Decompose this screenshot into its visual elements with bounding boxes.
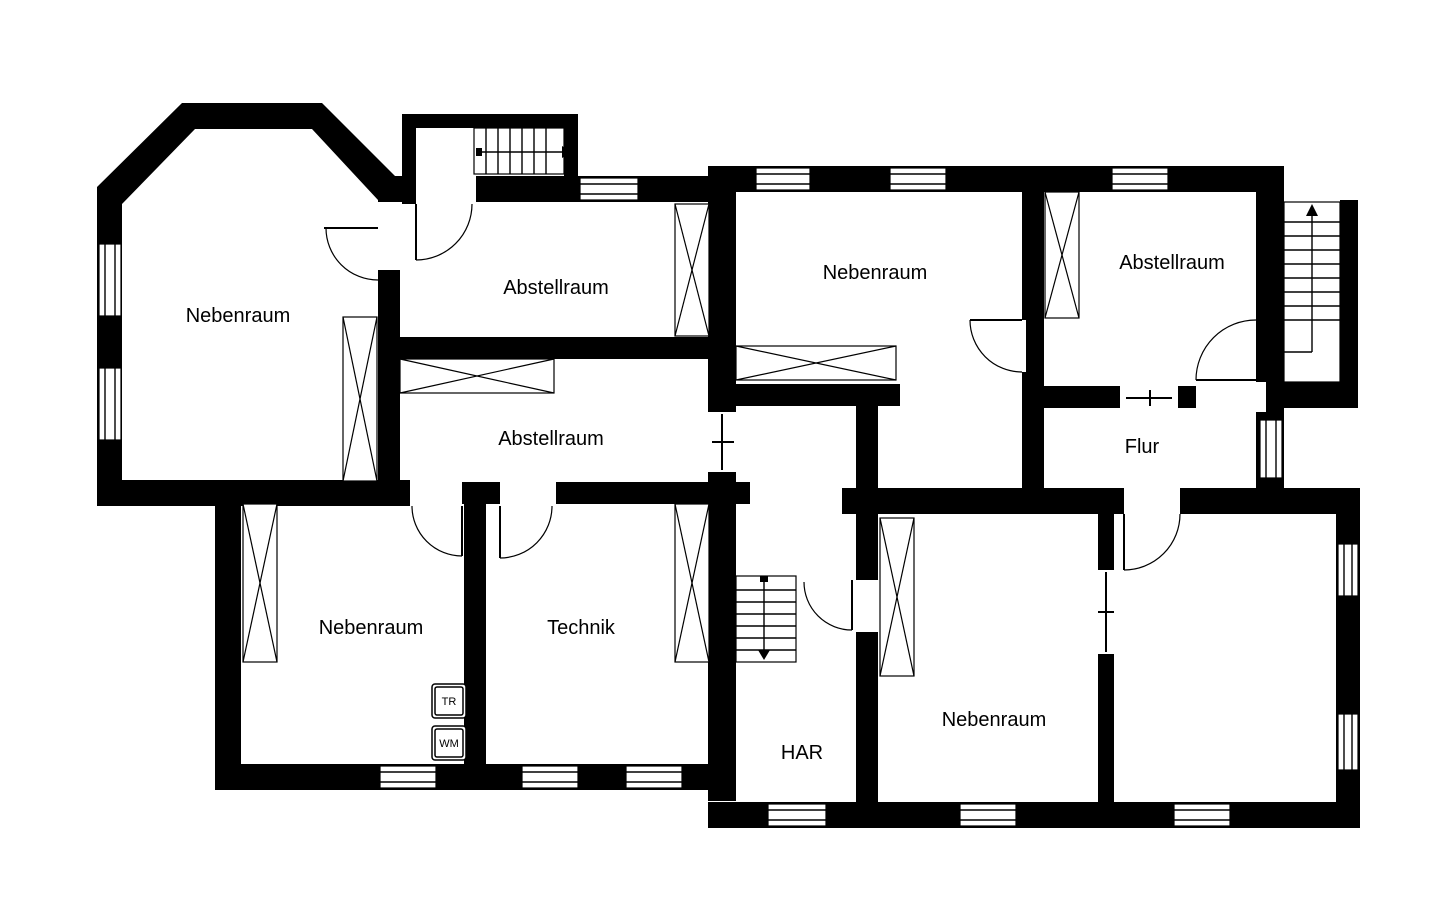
wall-sw-west — [215, 480, 241, 790]
room-label-abstellraum-lower: Abstellraum — [498, 428, 604, 450]
staircase-har — [735, 575, 797, 663]
window — [767, 803, 827, 827]
window — [889, 167, 947, 191]
wall-abst2-south — [400, 482, 750, 504]
closet — [674, 203, 710, 337]
appliance-label: TR — [442, 696, 457, 708]
room-label-har: HAR — [781, 742, 823, 764]
washing-machine-icon: WM — [431, 725, 467, 761]
wall-east-stair-outer — [1340, 200, 1358, 408]
window — [521, 765, 579, 789]
window — [1173, 803, 1231, 827]
window — [379, 765, 437, 789]
room-label-nebenraum-sw: Nebenraum — [319, 617, 424, 639]
room-label-nebenraum-nw: Nebenraum — [186, 305, 291, 327]
appliances: TR WM — [431, 683, 467, 761]
door-gaps — [324, 176, 1266, 654]
closet — [674, 503, 710, 663]
closet — [879, 517, 915, 677]
window — [755, 167, 811, 191]
walls — [97, 103, 1360, 828]
doors — [324, 203, 1257, 652]
stairs — [473, 127, 1341, 663]
room-label-nebenraum-south: Nebenraum — [942, 709, 1047, 731]
room-label-abstellraum-upper: Abstellraum — [503, 277, 609, 299]
wall-abst1-east — [708, 166, 736, 411]
window — [579, 177, 639, 201]
staircase-east — [1274, 201, 1341, 383]
closet — [342, 316, 378, 482]
wall-east-stair-bottom — [1270, 382, 1358, 408]
staircase-north — [473, 127, 572, 175]
window — [1337, 713, 1359, 771]
windows — [98, 167, 1359, 827]
closet — [399, 358, 555, 394]
window — [98, 243, 122, 317]
window — [1111, 167, 1169, 191]
window — [1259, 419, 1283, 479]
wall-annex-east — [564, 114, 578, 176]
wall-sr-divider-top — [1098, 488, 1114, 570]
closets — [242, 191, 1080, 677]
wall-nebenraum-abst-divider — [1022, 180, 1044, 385]
appliance-label: WM — [439, 738, 459, 750]
wall-sr-divider-bottom — [1098, 654, 1114, 814]
wall-abst1-south — [378, 337, 730, 359]
wall-octagon-bottom — [97, 480, 412, 506]
closet — [1044, 191, 1080, 319]
room-labels: Nebenraum Abstellraum Nebenraum Abstellr… — [186, 252, 1225, 764]
wall-octagon-east — [378, 270, 400, 500]
window — [1337, 543, 1359, 597]
wall-neben-technik-divider — [464, 482, 486, 782]
window — [98, 367, 122, 441]
wall-annex-top — [402, 114, 578, 128]
watermark-text: McGrundriss — [1340, 623, 1355, 697]
room-label-nebenraum-north: Nebenraum — [823, 262, 928, 284]
room-label-technik: Technik — [547, 617, 616, 639]
dryer-icon: TR — [431, 683, 467, 719]
window — [959, 803, 1017, 827]
room-label-abstellraum-ne: Abstellraum — [1119, 252, 1225, 274]
window — [625, 765, 683, 789]
wall-abst2-east — [708, 411, 736, 801]
closet — [242, 503, 278, 663]
room-label-flur: Flur — [1125, 436, 1160, 458]
closet — [735, 345, 897, 381]
